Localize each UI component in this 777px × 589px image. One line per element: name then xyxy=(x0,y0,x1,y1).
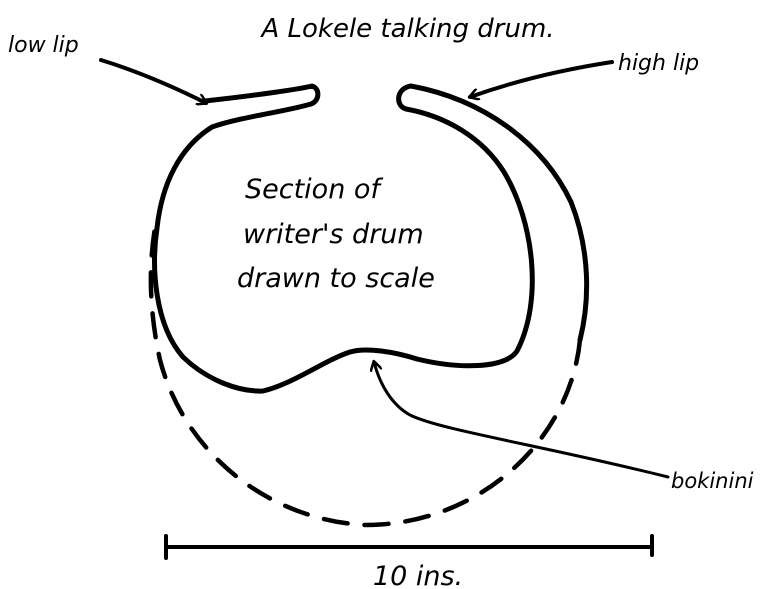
low-lip-label: low lip xyxy=(8,33,79,58)
bokinini-arrow xyxy=(374,362,670,479)
scale-label: 10 ins. xyxy=(373,561,463,589)
drum-shell-outline xyxy=(152,83,590,394)
section-caption-line3: drawn to scale xyxy=(237,263,435,294)
drum-hollow-dashed-outline xyxy=(148,225,583,528)
diagram-title: A Lokele talking drum. xyxy=(259,14,554,44)
high-lip-arrow xyxy=(470,60,614,97)
high-lip-label: high lip xyxy=(618,51,699,76)
section-caption-line1: Section of xyxy=(245,174,383,205)
bokinini-label: bokinini xyxy=(671,469,754,493)
section-caption-line2: writer's drum xyxy=(243,219,424,250)
low-lip-arrow xyxy=(99,58,206,103)
